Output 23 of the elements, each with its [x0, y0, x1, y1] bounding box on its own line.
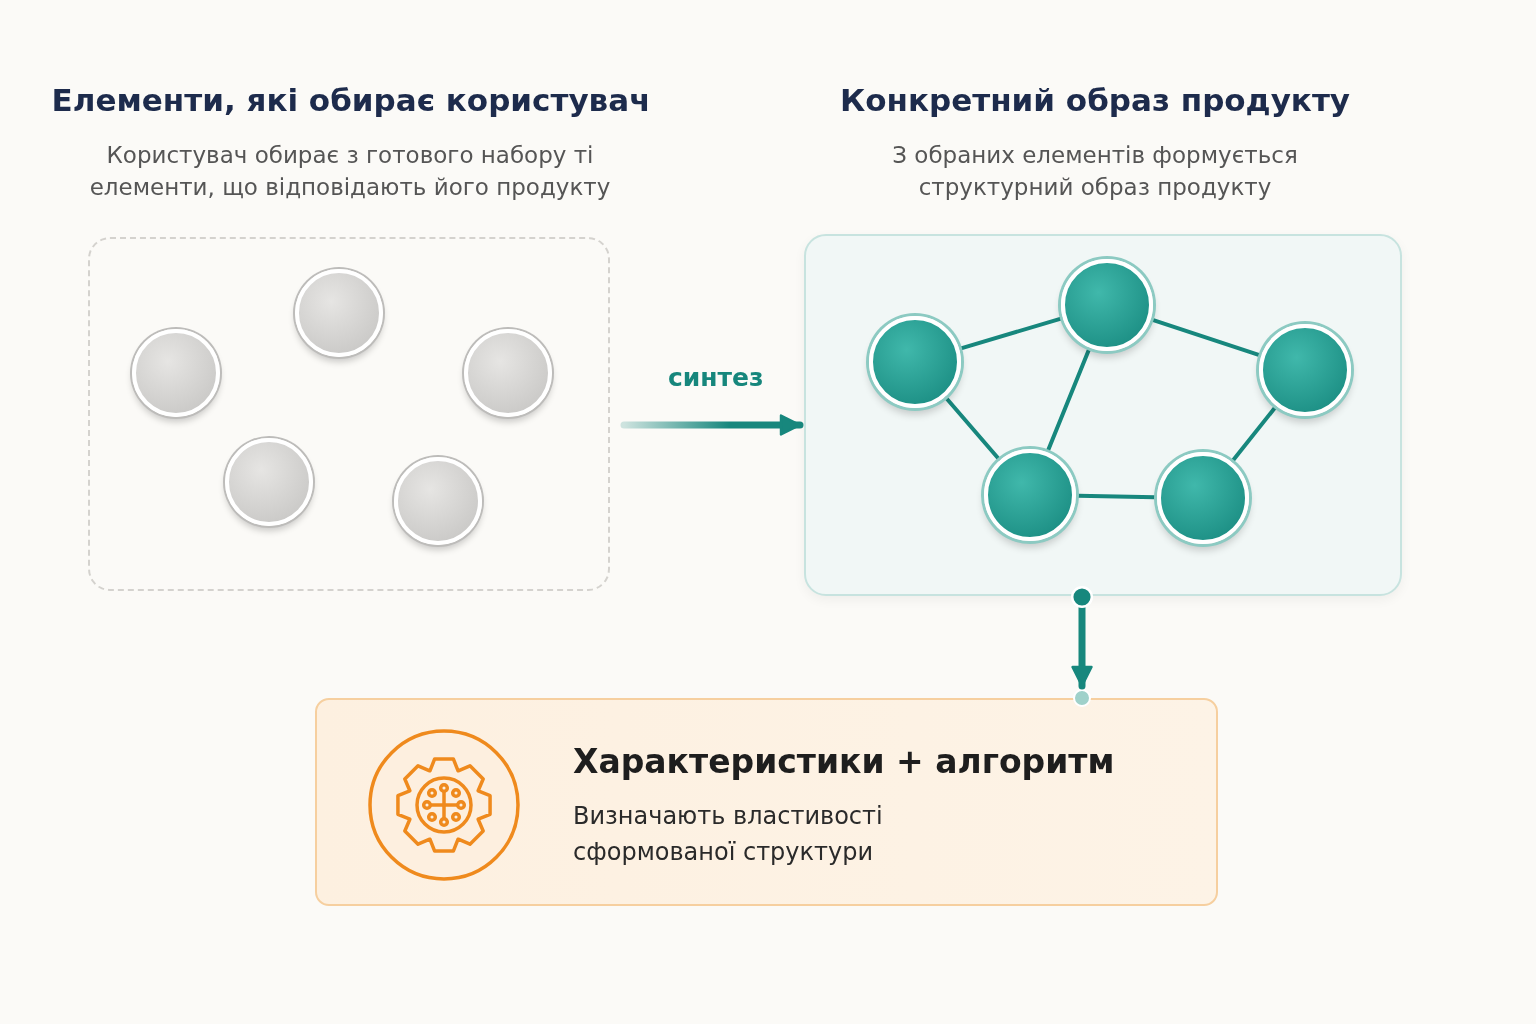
element-circle	[225, 438, 313, 526]
section-description: Користувач обирає з готового набору ті елементи, що відповідають його продукту	[88, 141, 612, 202]
card-description: Визначають властивості сформованої структури	[573, 801, 884, 868]
element-circle	[869, 316, 961, 408]
element-circle	[394, 457, 482, 545]
element-circle	[1061, 259, 1153, 351]
connector-line	[1076, 493, 1157, 500]
element-circle	[1259, 324, 1351, 416]
element-circle	[984, 449, 1076, 541]
section-description: З обраних елементів формується структурний образ продукту	[891, 141, 1299, 202]
connector-line	[1046, 347, 1091, 453]
connector-line	[959, 316, 1063, 351]
element-circle	[132, 329, 220, 417]
element-circle	[295, 269, 383, 357]
connector-line	[1230, 405, 1278, 463]
element-circle	[1157, 452, 1249, 544]
arrow	[1071, 586, 1093, 690]
section-heading: Конкретний образ продукту	[838, 82, 1352, 118]
arrow	[620, 414, 804, 436]
element-circle	[464, 329, 552, 417]
card-heading: Характеристики + алгоритм	[573, 742, 1115, 781]
section-heading: Елементи, які обирає користувач	[50, 82, 652, 118]
connector-line	[944, 396, 1001, 461]
